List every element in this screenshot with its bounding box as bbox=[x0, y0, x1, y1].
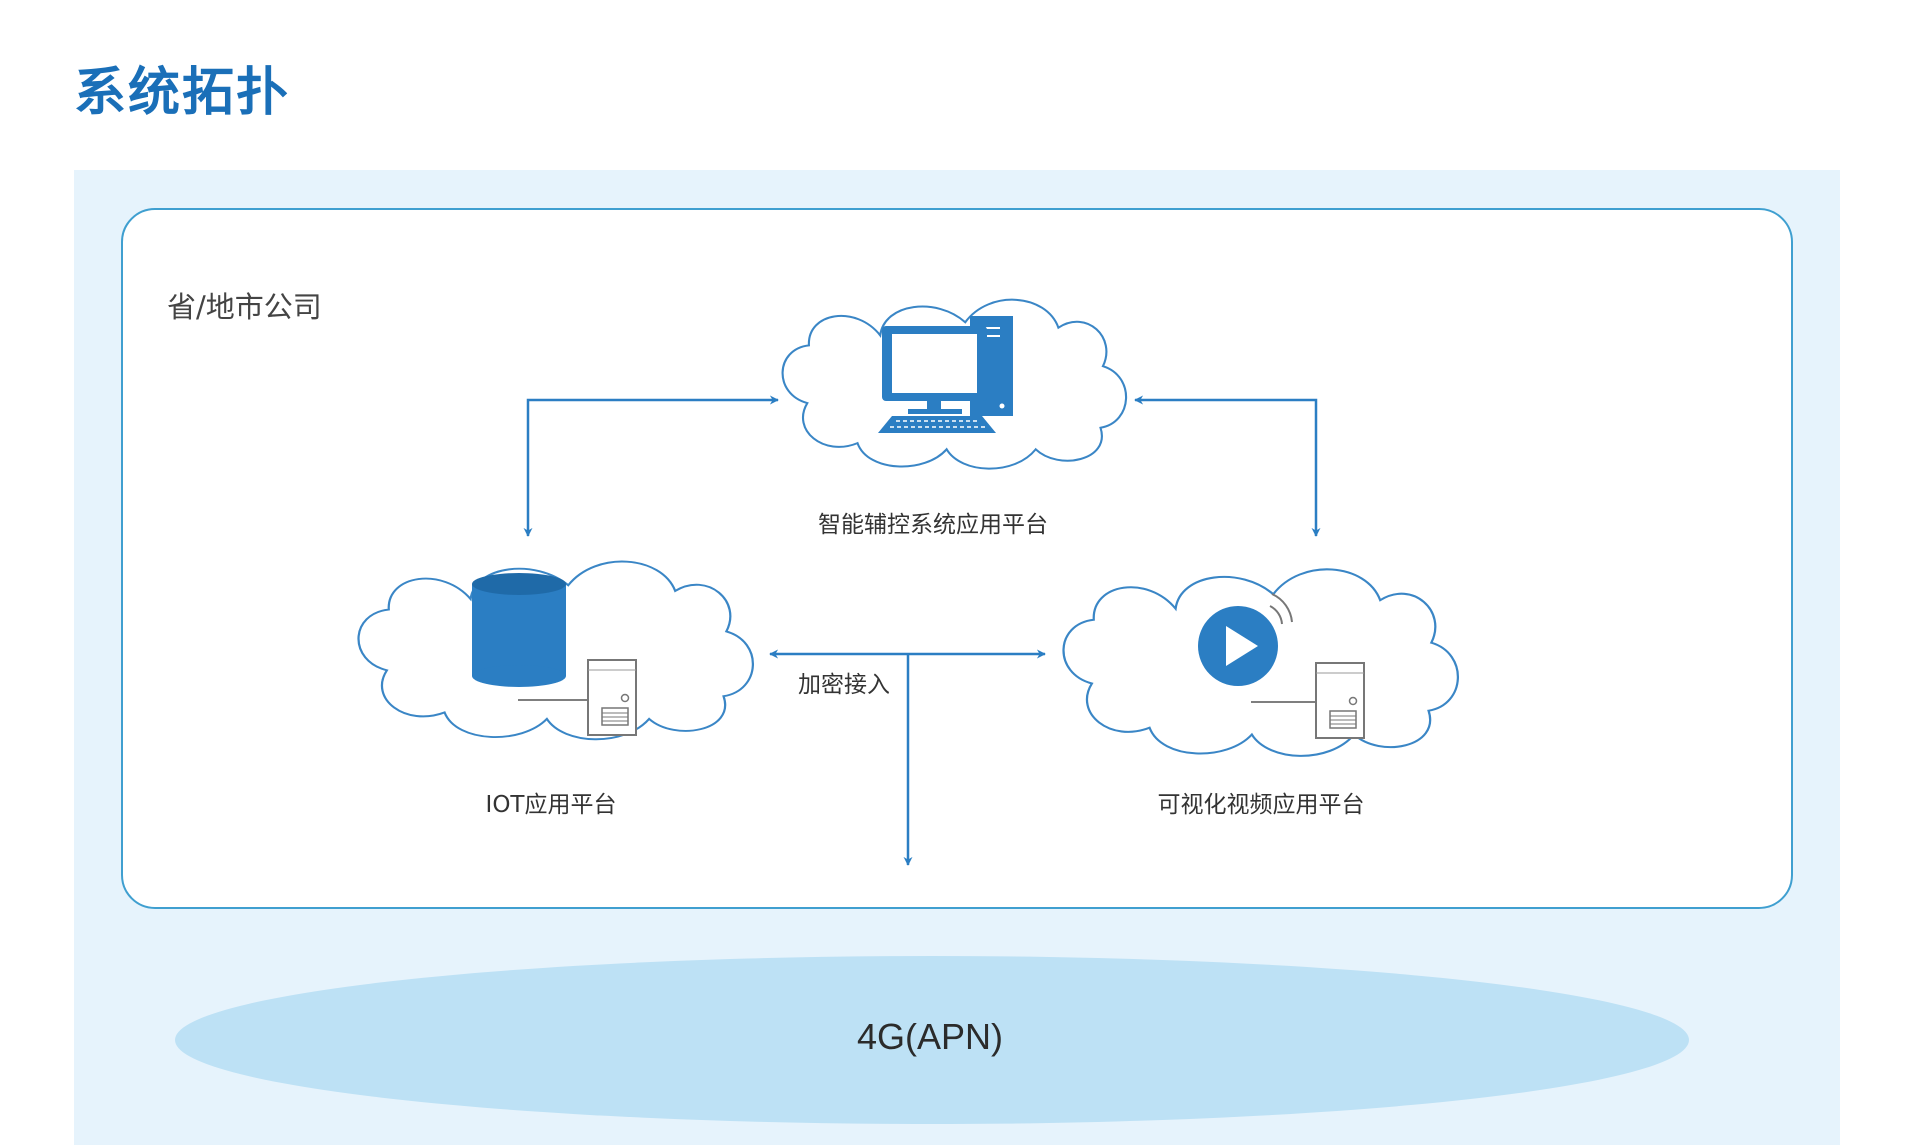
database-server-icon bbox=[472, 573, 637, 736]
central-platform-label: 智能辅控系统应用平台 bbox=[818, 512, 1048, 538]
page-title: 系统拓扑 bbox=[74, 63, 291, 123]
encrypted-access-label: 加密接入 bbox=[798, 672, 890, 698]
video-platform-label: 可视化视频应用平台 bbox=[1157, 792, 1365, 818]
iot-platform-label: IOT应用平台 bbox=[485, 792, 617, 818]
link-central-to-video bbox=[1134, 395, 1321, 537]
video-play-server-icon bbox=[1198, 593, 1365, 739]
link-iot-to-central bbox=[523, 395, 779, 537]
network-ellipse bbox=[175, 956, 1689, 1124]
network-label: 4G(APN) bbox=[856, 1016, 1004, 1057]
desktop-computer-icon bbox=[878, 316, 1013, 433]
company-label: 省/地市公司 bbox=[167, 290, 322, 324]
